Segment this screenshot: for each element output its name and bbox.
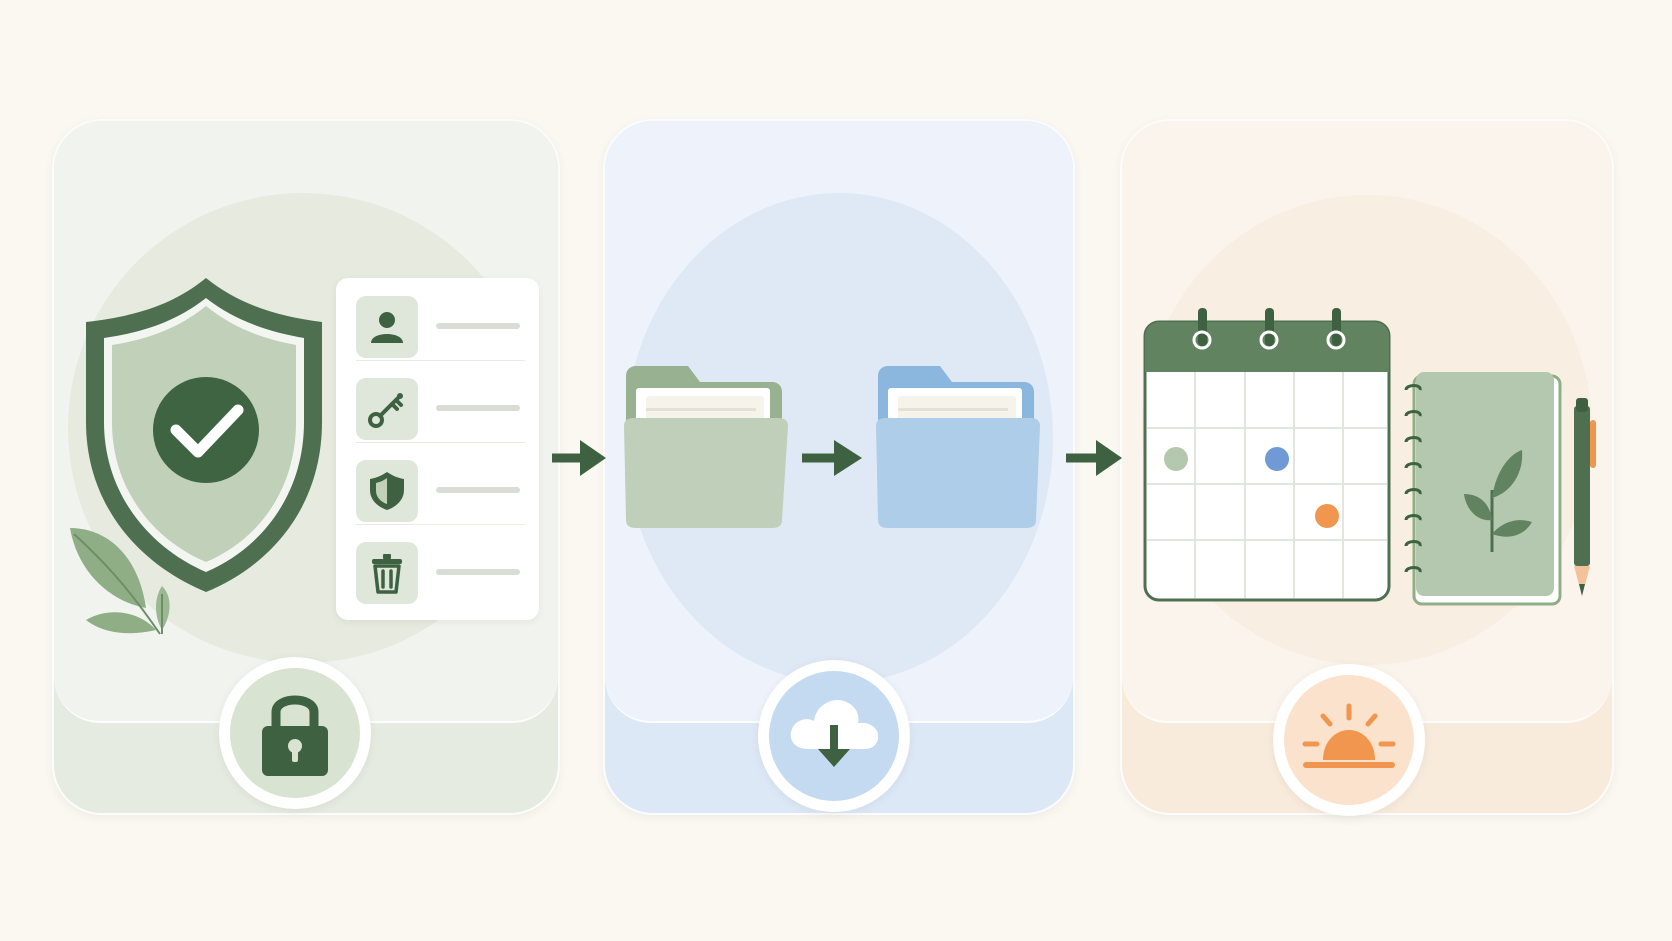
shield-check-icon bbox=[86, 278, 322, 592]
placeholder-line bbox=[436, 569, 520, 575]
key-icon bbox=[356, 378, 418, 440]
calendar-icon bbox=[1143, 308, 1391, 602]
checklist-row bbox=[356, 524, 525, 606]
leaf-sprig-icon bbox=[70, 528, 170, 635]
badge-security-core bbox=[230, 668, 360, 798]
badge-transfer bbox=[758, 660, 910, 812]
checklist-row bbox=[356, 360, 525, 443]
badge-security bbox=[219, 657, 371, 809]
checklist-card bbox=[336, 278, 539, 620]
calendar-dot bbox=[1265, 447, 1289, 471]
pen-icon bbox=[1574, 398, 1596, 596]
placeholder-line bbox=[436, 323, 520, 329]
trash-icon bbox=[356, 542, 418, 604]
arrow-right-icon bbox=[802, 440, 862, 476]
placeholder-line bbox=[436, 487, 520, 493]
blue-folder-icon bbox=[876, 366, 1040, 528]
calendar-dot bbox=[1164, 447, 1188, 471]
checklist-row bbox=[356, 442, 525, 525]
user-icon bbox=[356, 296, 418, 358]
notebook-icon bbox=[1404, 372, 1562, 606]
sunrise-icon bbox=[1302, 703, 1396, 768]
calendar-dot bbox=[1315, 504, 1339, 528]
padlock-icon bbox=[262, 695, 328, 776]
shield-icon bbox=[356, 460, 418, 522]
badge-planning bbox=[1273, 664, 1425, 816]
placeholder-line bbox=[436, 405, 520, 411]
badge-planning-core bbox=[1284, 675, 1414, 805]
badge-transfer-core bbox=[769, 671, 899, 801]
arrow-right-icon bbox=[552, 440, 606, 476]
cloud-download-icon bbox=[790, 699, 879, 767]
arrow-right-icon bbox=[1066, 440, 1122, 476]
checklist-row bbox=[356, 278, 525, 361]
green-folder-icon bbox=[624, 366, 788, 528]
